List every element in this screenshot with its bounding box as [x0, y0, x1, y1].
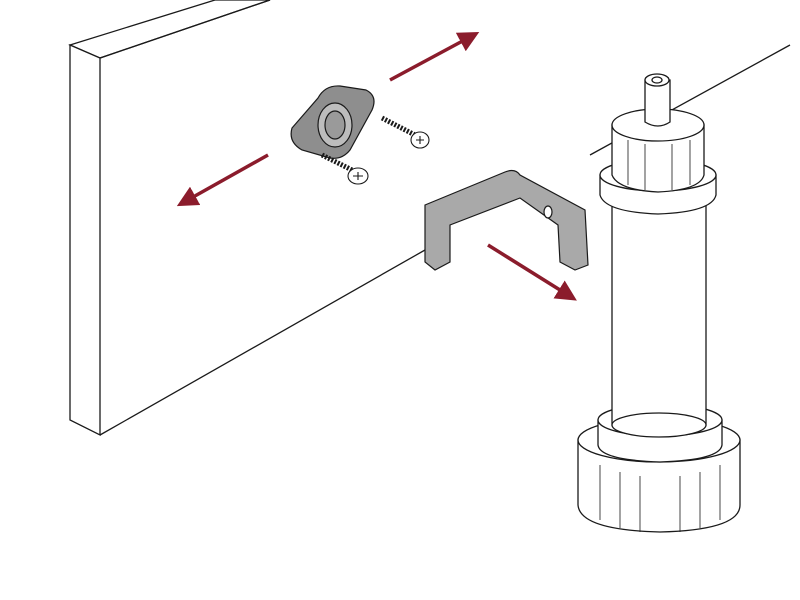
adjustable-leg	[577, 73, 741, 533]
screw	[320, 152, 369, 185]
arrow-down-right	[487, 243, 577, 301]
arrow-up-right	[389, 32, 480, 82]
spring-clip	[424, 169, 589, 271]
cabinet-panel	[68, 0, 791, 437]
arrow-down-left	[176, 153, 269, 207]
mounting-clip-base	[290, 85, 375, 159]
screw	[380, 115, 430, 149]
